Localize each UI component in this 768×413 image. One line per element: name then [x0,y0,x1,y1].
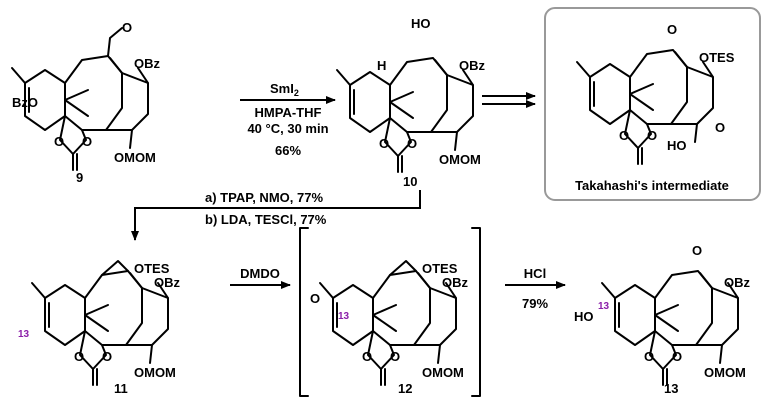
group-ho: HO [574,309,594,324]
carbonate-o: O [74,349,84,364]
compound-11: OTES OBz 13 O O OMOM 11 [18,260,181,396]
step2-line-b: b) LDA, TESCl, 77% [205,212,327,227]
carbonate-o: O [644,349,654,364]
takahashi-box [544,7,761,201]
reagent-dmdo: DMDO [240,266,280,281]
ketone-o: O [667,22,677,37]
ketone-o: O [692,243,702,258]
group-otes: OTES [699,50,735,65]
compound-label-10: 10 [403,174,417,189]
carbonate-o2: O [102,349,112,364]
compound-10: HO H OBz O O OMOM 10 [336,16,486,189]
group-obz: OBz [724,275,751,290]
solvent: HMPA-THF [255,105,322,120]
yield-1: 66% [275,143,301,158]
reagent-smi2: SmI2 [270,81,299,98]
carbonate-o2: O [82,134,92,149]
group-otes: OTES [422,261,458,276]
compound-label-12: 12 [398,381,412,396]
position-13: 13 [598,301,610,312]
group-omom: OMOM [134,365,176,380]
carbonate-o: O [379,136,389,151]
epoxide-o: O [310,291,320,306]
reaction-arrow-2 [131,190,421,241]
group-ho: HO [667,138,687,153]
bracket-left [299,227,309,397]
carbonate-o: O [362,349,372,364]
yield-4: 79% [522,296,548,311]
compound-label-13: 13 [664,381,678,396]
group-ho: HO [411,16,431,31]
group-h: H [377,58,386,73]
conditions: 40 °C, 30 min [247,121,328,136]
group-omom: OMOM [704,365,746,380]
compound-label-11: 11 [114,381,128,396]
group-otes: OTES [134,261,170,276]
aldehyde-o: O [122,20,132,35]
group-obz: OBz [442,275,469,290]
reagent-hcl: HCl [524,266,546,281]
group-omom: OMOM [114,150,156,165]
carbonate-o2: O [407,136,417,151]
group-omom: OMOM [439,152,481,167]
position-13: 13 [18,329,30,340]
compound-9: O BzO OBz O O OMOM 9 [11,20,161,185]
group-omom: OMOM [422,365,464,380]
takahashi-intermediate: O OTES O O HO O [576,22,735,165]
group-obz: OBz [154,275,181,290]
group-bzo: BzO [12,95,38,110]
carbonate-o2: O [390,349,400,364]
group-obz: OBz [459,58,486,73]
carbonate-o: O [54,134,64,149]
oxetane-o: O [715,120,725,135]
bracket-right [471,227,481,397]
compound-label-9: 9 [76,170,83,185]
position-13: 13 [338,311,350,322]
carbonate-o2: O [647,128,657,143]
carbonate-o: O [619,128,629,143]
compound-12: O OTES OBz 13 O O OMOM 12 [310,260,469,396]
carbonate-o2: O [672,349,682,364]
step2-line-a: a) TPAP, NMO, 77% [205,190,323,205]
group-obz: OBz [134,56,161,71]
takahashi-label: Takahashi's intermediate [575,178,729,193]
compound-13: O HO 13 OBz O O OMOM 13 [574,243,751,396]
